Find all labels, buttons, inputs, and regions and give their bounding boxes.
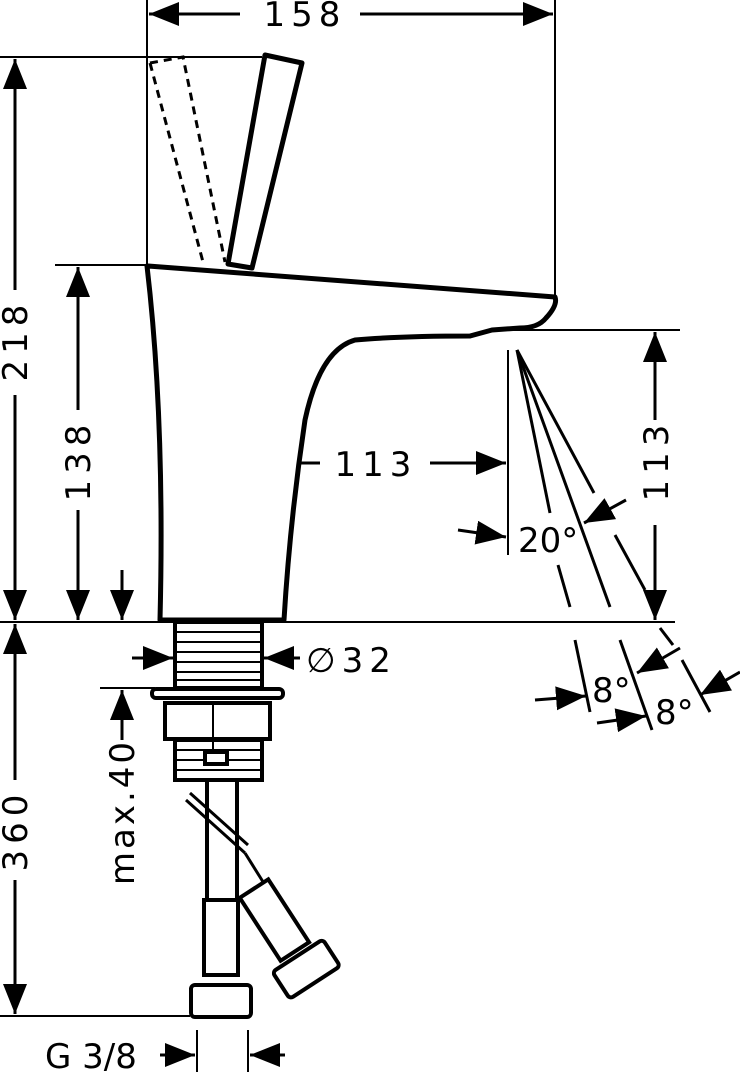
dim-overall-height: 218 xyxy=(0,59,36,620)
label-8-deg-right: 8° xyxy=(655,693,694,733)
label-20-deg: 20° xyxy=(518,521,578,561)
dim-spout-reach: 113 xyxy=(219,445,506,485)
label-113-reach: 113 xyxy=(335,445,418,485)
faucet-body xyxy=(144,52,559,623)
label-113-height: 113 xyxy=(637,419,677,502)
mounting-assembly xyxy=(150,620,341,1019)
label-218: 218 xyxy=(0,299,36,382)
label-diameter-32: ∅32 xyxy=(306,641,397,681)
lever-alt-position-dashed xyxy=(148,55,227,263)
label-8-deg-left: 8° xyxy=(592,671,631,711)
dim-hose-length: 360 xyxy=(0,624,36,1014)
label-max-40: max.40 xyxy=(103,739,143,885)
spray-pattern xyxy=(457,349,740,733)
dim-connection-thread: G 3/8 xyxy=(45,1037,285,1072)
label-g-3-8: G 3/8 xyxy=(45,1037,137,1072)
dim-spout-height: 138 xyxy=(59,267,134,620)
dim-outlet-height: 113 xyxy=(637,332,677,620)
label-158: 158 xyxy=(264,0,347,35)
label-360: 360 xyxy=(0,789,36,872)
dim-overall-width: 158 xyxy=(149,0,553,35)
label-138: 138 xyxy=(59,419,99,502)
dim-max-counter-thickness: max.40 xyxy=(103,690,143,885)
dim-shank-diameter: ∅32 xyxy=(132,641,397,681)
